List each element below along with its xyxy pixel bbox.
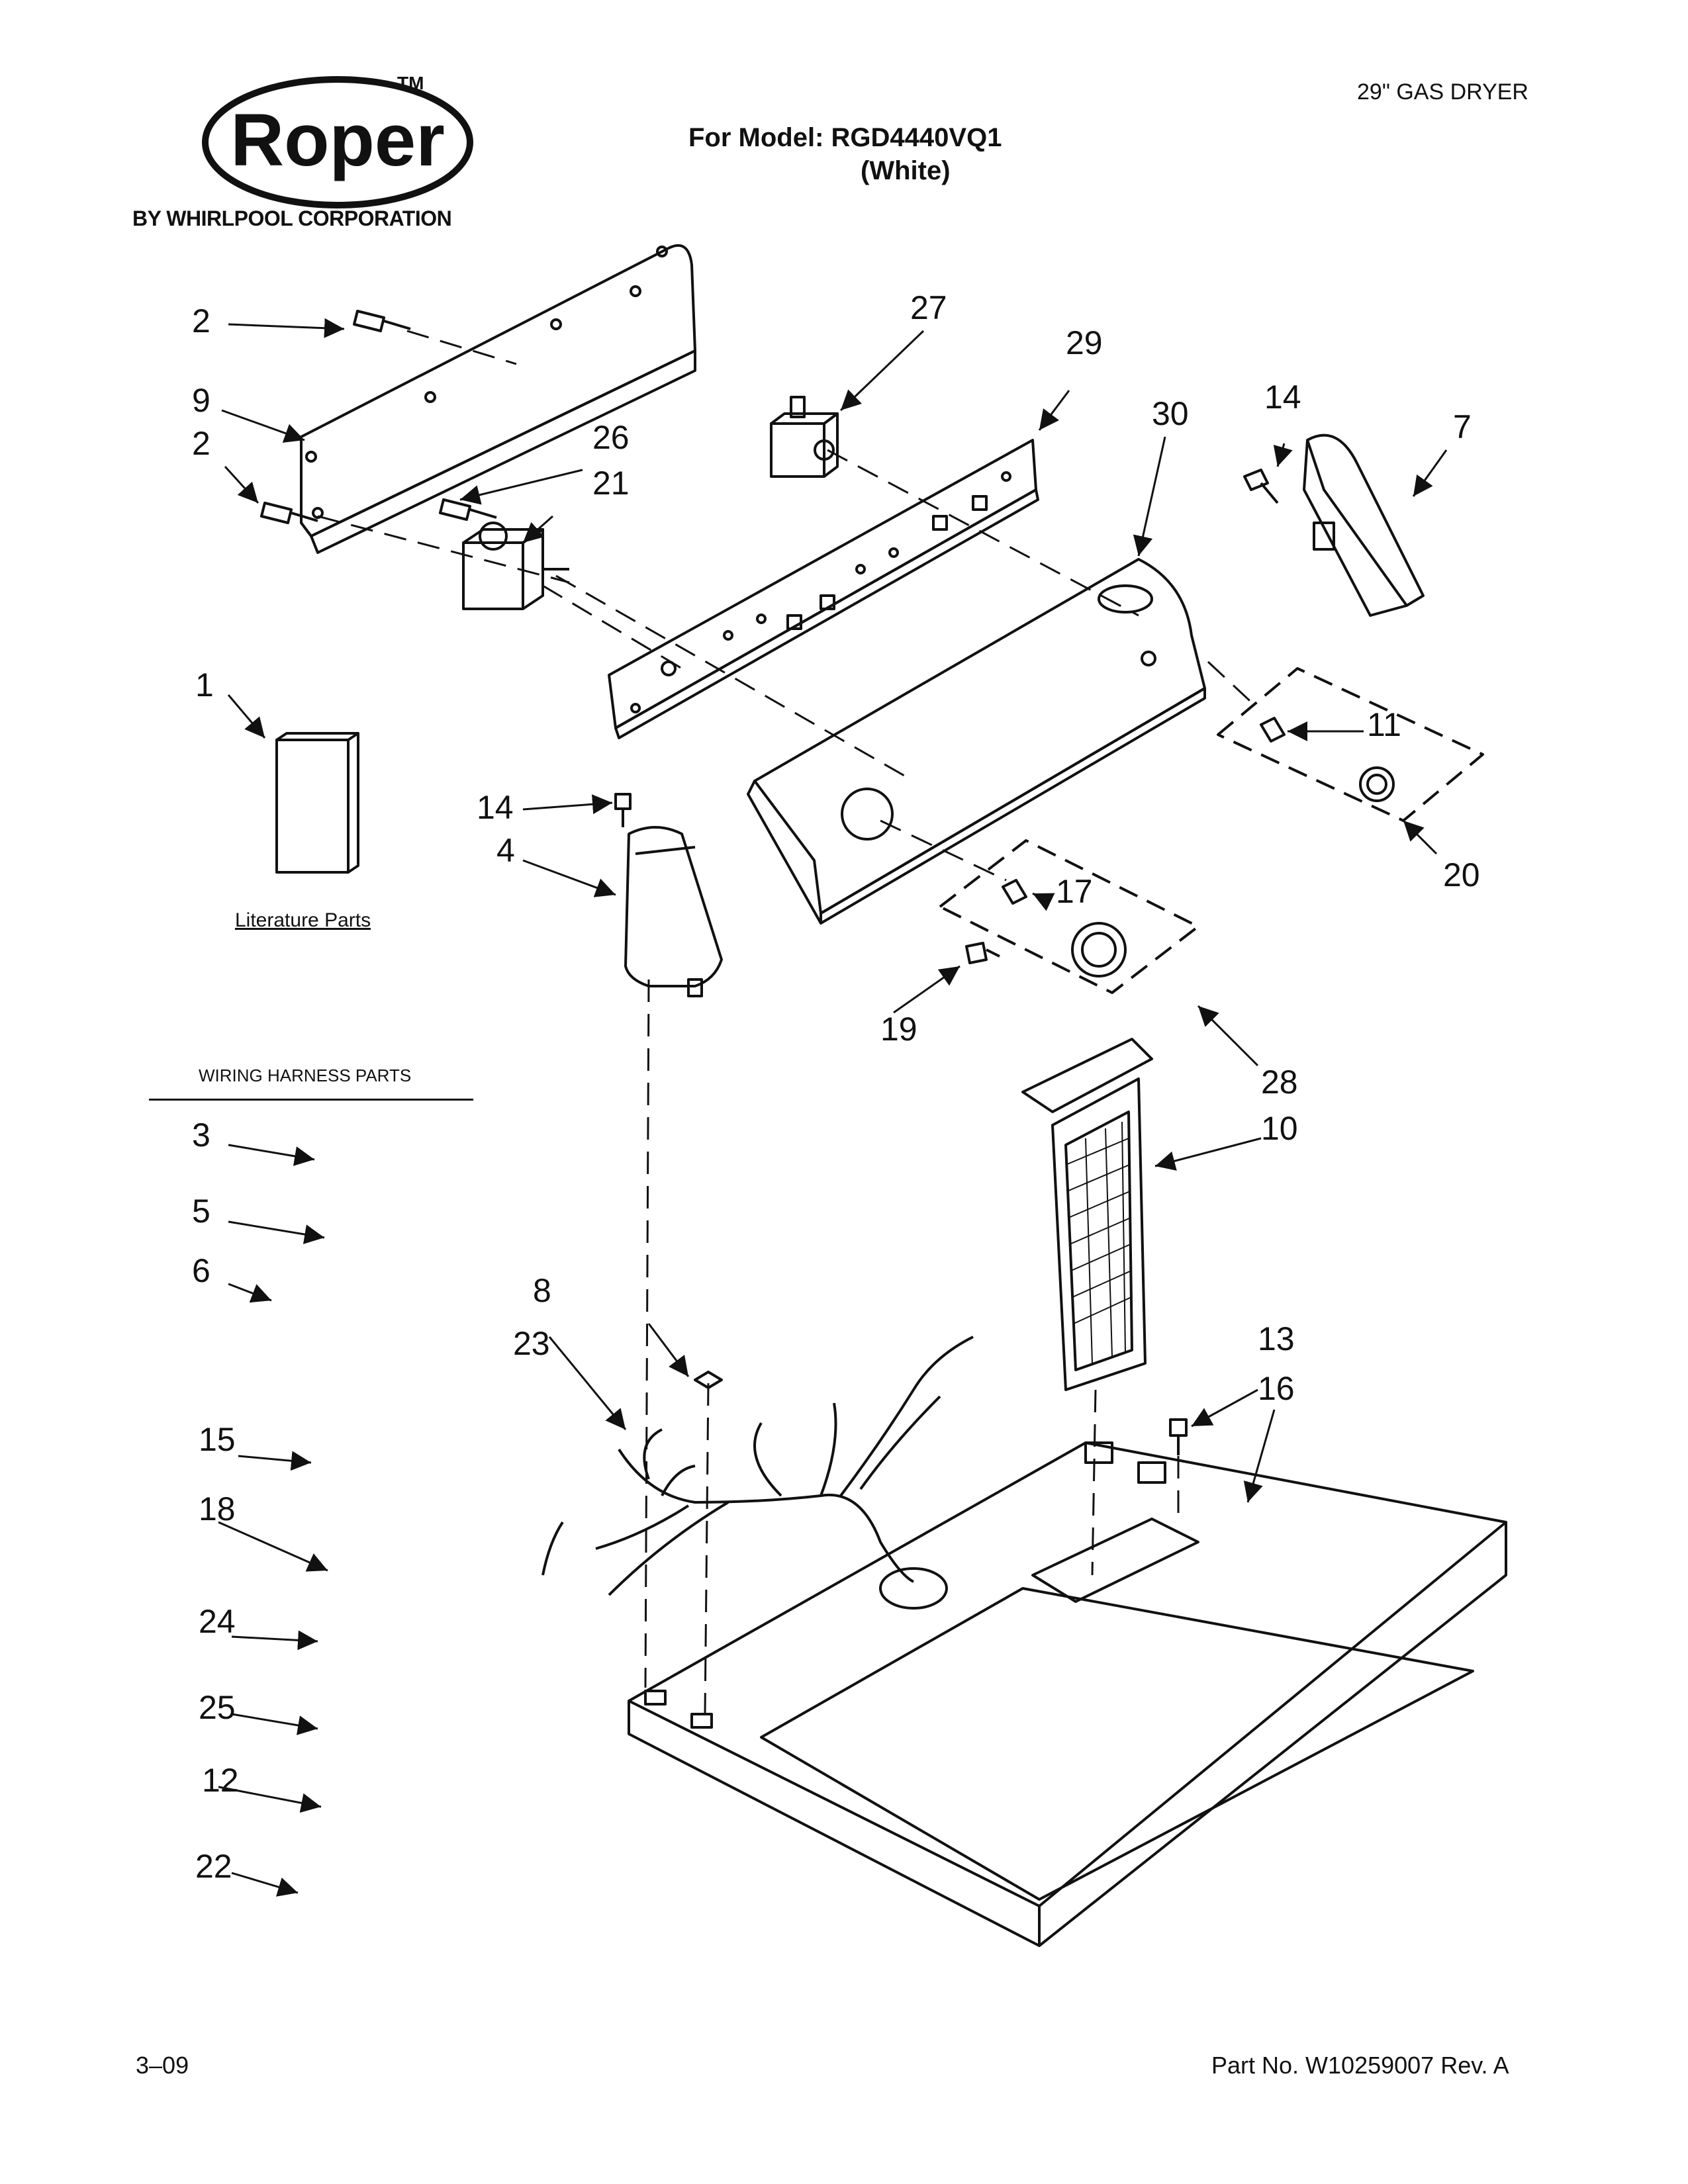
- callout-4: 4: [496, 832, 515, 869]
- callout-5: 5: [192, 1193, 211, 1230]
- callout-25: 25: [199, 1689, 236, 1726]
- part-2-screw-top: [353, 310, 411, 332]
- callout-1: 1: [195, 666, 214, 704]
- callout-23: 23: [513, 1325, 550, 1362]
- part-19-screw: [965, 942, 1000, 964]
- callout-14: 14: [477, 789, 514, 826]
- part-10-lint-screen: [1021, 1038, 1153, 1391]
- roper-logo: Roper: [202, 76, 473, 208]
- callout-29: 29: [1066, 324, 1103, 361]
- product-type: 29" GAS DRYER: [1357, 79, 1528, 105]
- callout-30: 30: [1152, 395, 1189, 432]
- part-4-endcap: [624, 826, 723, 997]
- part-29-console-bracket: [608, 439, 1039, 739]
- revision-date: 3–09: [136, 2052, 189, 2079]
- part-30-console: [747, 558, 1206, 925]
- part-23-wiring-harness: [541, 1336, 974, 1596]
- callout-13: 13: [1258, 1320, 1295, 1357]
- part-17-spring: [1002, 879, 1027, 905]
- brand-tagline: BY WHIRLPOOL CORPORATION: [132, 206, 452, 230]
- wiring-harness-label: WIRING HARNESS PARTS: [199, 1066, 412, 1085]
- callout-19: 19: [880, 1011, 917, 1048]
- part-2-screw-bottom: [260, 502, 318, 524]
- callout-14: 14: [1264, 379, 1301, 416]
- callout-21: 21: [592, 465, 630, 502]
- callout-26: 26: [592, 419, 630, 456]
- part-20-knob: [1359, 766, 1395, 802]
- literature-parts-label: Literature Parts: [235, 909, 371, 931]
- callout-27: 27: [910, 289, 947, 326]
- part-27-timer: [770, 396, 839, 478]
- callout-6: 6: [192, 1252, 211, 1289]
- callout-3: 3: [192, 1116, 211, 1154]
- callout-8: 8: [533, 1272, 551, 1309]
- part-26-screw: [439, 498, 497, 521]
- callout-11: 11: [1367, 706, 1401, 743]
- callout-2: 2: [192, 425, 211, 462]
- callout-17: 17: [1056, 873, 1093, 910]
- part-28-knob: [1071, 922, 1127, 978]
- part-number: Part No. W10259007 Rev. A: [1211, 2052, 1509, 2079]
- section-divider: [149, 1099, 473, 1101]
- callout-16: 16: [1258, 1370, 1295, 1407]
- part-7-endcap: [1303, 433, 1425, 617]
- callout-22: 22: [195, 1848, 232, 1885]
- callout-18: 18: [199, 1490, 236, 1527]
- part-21-switch: [462, 522, 569, 610]
- trademark-symbol: TM: [397, 73, 424, 93]
- part-16-top-panel: [628, 1441, 1507, 1947]
- callout-10: 10: [1261, 1110, 1298, 1147]
- model-color: (White): [861, 156, 951, 185]
- callout-24: 24: [199, 1603, 236, 1640]
- part-14-screw-left: [614, 793, 632, 827]
- part-13-screw: [1169, 1418, 1188, 1455]
- callout-15: 15: [199, 1421, 236, 1458]
- svg-text:Roper: Roper: [230, 99, 445, 181]
- callout-20: 20: [1443, 856, 1480, 893]
- callout-9: 9: [192, 382, 211, 419]
- callout-28: 28: [1261, 1064, 1298, 1101]
- callout-7: 7: [1453, 408, 1472, 445]
- part-11-spring: [1260, 717, 1286, 743]
- part-1-literature: [275, 739, 350, 874]
- part-14-screw-right: [1243, 469, 1279, 504]
- callout-2: 2: [192, 302, 211, 340]
- part-8-clip: [694, 1371, 723, 1389]
- part-9-bracket: [300, 244, 696, 554]
- callout-12: 12: [202, 1762, 239, 1799]
- model-number: For Model: RGD4440VQ1: [688, 123, 1002, 152]
